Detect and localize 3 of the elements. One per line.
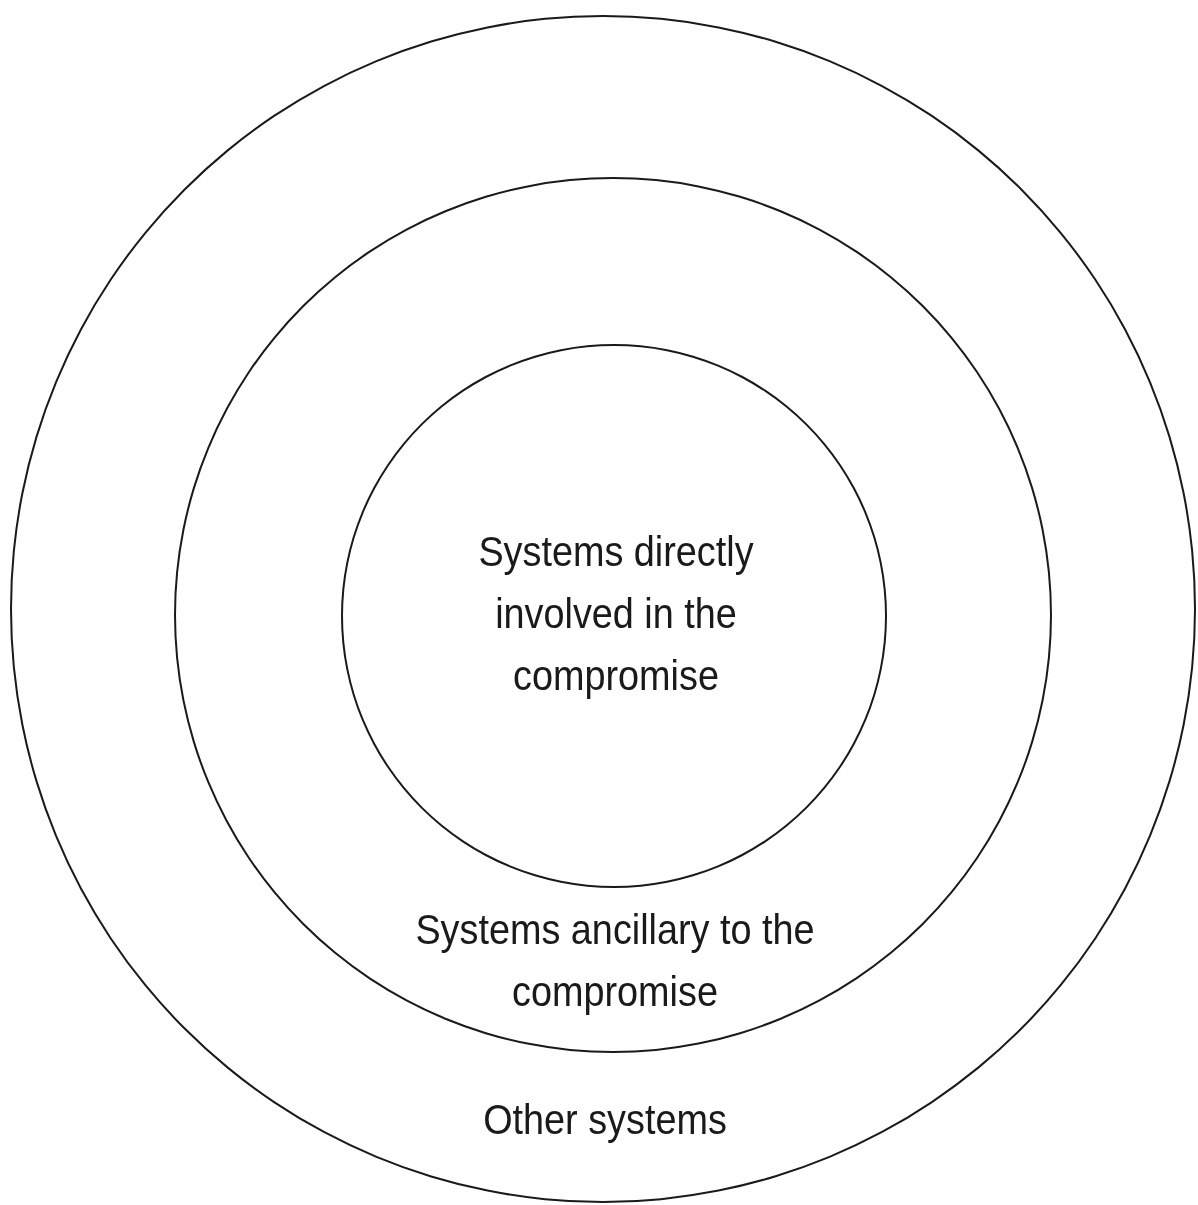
circle-label: Other systems	[482, 1095, 728, 1145]
circle-label: Systems ancillary to the compromise	[414, 905, 816, 1017]
circle-label: Systems directly involved in the compromise	[477, 527, 755, 701]
